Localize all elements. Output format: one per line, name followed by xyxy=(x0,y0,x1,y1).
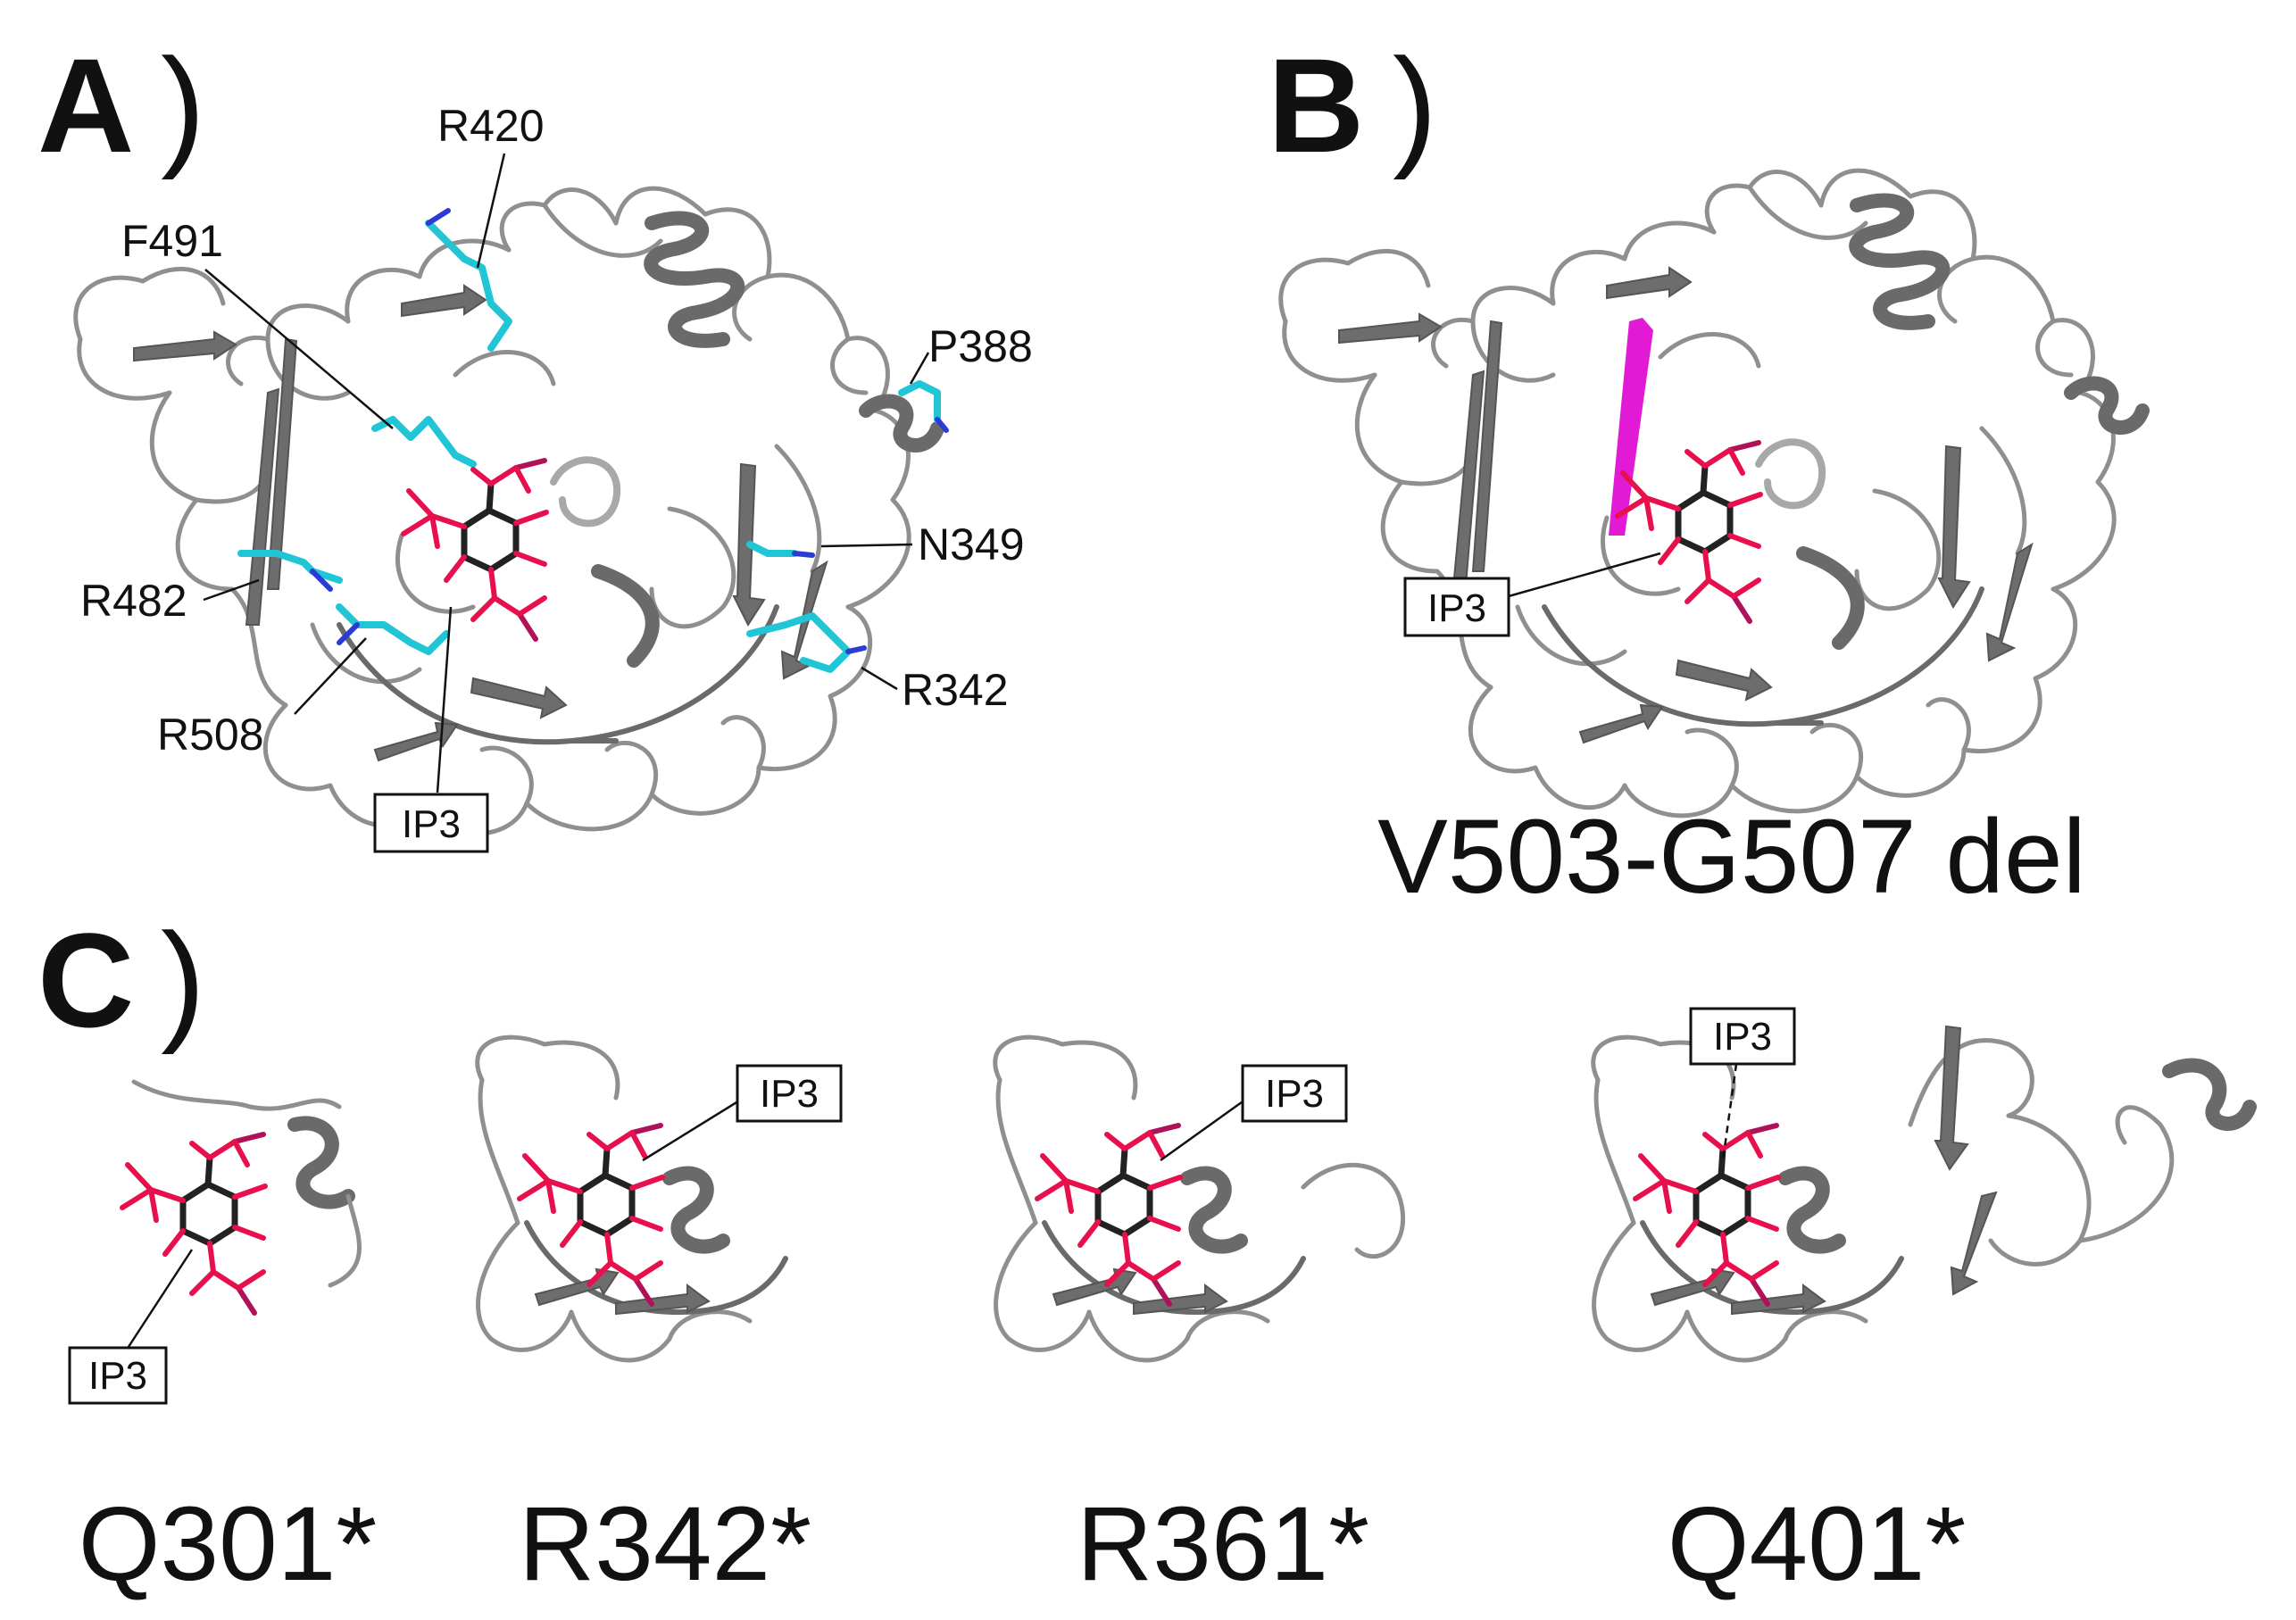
protein-ribbon-a xyxy=(76,188,949,834)
panel-b-letter: B xyxy=(1268,30,1364,180)
ip3-label: IP3 xyxy=(1427,586,1486,630)
ip3-label: IP3 xyxy=(760,1072,819,1116)
residue-label: R482 xyxy=(80,576,187,626)
panel-c: C ) IP3 Q301* IP3 R342* xyxy=(37,905,2257,1603)
ip3-label: IP3 xyxy=(1713,1015,1772,1059)
residue-label: F491 xyxy=(121,216,223,266)
ip3-label: IP3 xyxy=(1265,1072,1324,1116)
fragment-q401: IP3 Q401* xyxy=(1593,1007,2257,1603)
fragment-caption: R342* xyxy=(519,1485,811,1603)
ip3-label: IP3 xyxy=(88,1354,147,1398)
fragment-r342: IP3 R342* xyxy=(478,1037,843,1603)
panel-c-paren: ) xyxy=(161,905,205,1055)
deletion-highlight xyxy=(1609,318,1653,536)
residue-label: R420 xyxy=(437,101,545,151)
panel-a-letter: A xyxy=(37,30,134,180)
ip3-label-box xyxy=(373,793,489,853)
protein-ribbon-b xyxy=(1281,170,2142,816)
panel-b: B ) IP3 V503-G507 del xyxy=(1268,30,2142,916)
residue-label: R342 xyxy=(902,665,1009,715)
ip3-label: IP3 xyxy=(402,802,461,846)
ip3-label-box xyxy=(1403,577,1510,637)
fragment-caption: Q301* xyxy=(79,1485,378,1603)
panel-b-paren: ) xyxy=(1393,30,1437,180)
panel-a: A ) R420 F491 P388 N349 R482 xyxy=(37,30,1033,853)
ip3-ligand-b xyxy=(1618,443,1760,621)
panel-b-caption: V503-G507 del xyxy=(1377,798,2086,916)
residue-label: P388 xyxy=(928,321,1033,371)
residue-label: R508 xyxy=(157,710,264,760)
fragment-q301: IP3 Q301* xyxy=(68,1079,378,1603)
ip3-label-box xyxy=(736,1064,843,1123)
fragment-caption: R361* xyxy=(1077,1485,1369,1603)
ip3-label-box xyxy=(68,1346,168,1405)
panel-c-letter: C xyxy=(37,905,134,1055)
fragment-r361: IP3 R361* xyxy=(995,1037,1405,1603)
fragment-caption: Q401* xyxy=(1668,1485,1967,1603)
ip3-label-box xyxy=(1241,1064,1348,1123)
ip3-ligand-a xyxy=(403,461,546,639)
ip3-label-box xyxy=(1689,1007,1796,1066)
residue-label: N349 xyxy=(918,519,1025,569)
panel-a-paren: ) xyxy=(161,30,205,180)
